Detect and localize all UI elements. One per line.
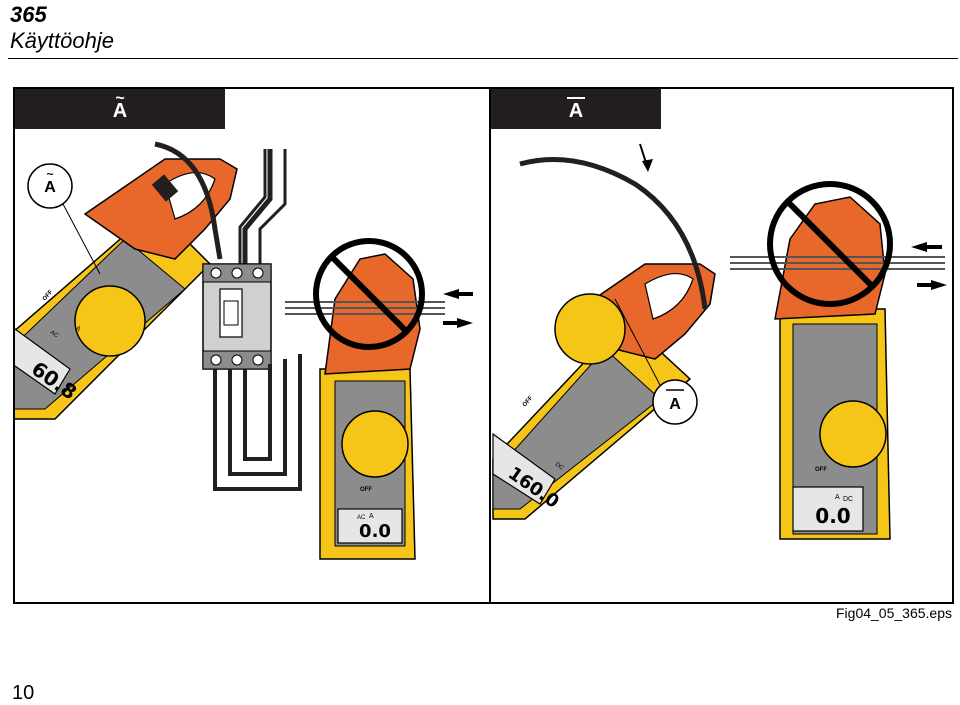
callout-ac-leader <box>62 203 101 275</box>
callout-ac <box>27 163 73 209</box>
single-conductor <box>154 141 223 260</box>
lcd-display-4 <box>792 486 864 532</box>
tab-dc-label: A <box>568 100 584 122</box>
lcd-unit-2: A <box>369 513 374 520</box>
dial-off-label-2: OFF <box>360 487 372 493</box>
callout-ac-mark: ~ <box>46 167 53 181</box>
figure-caption: Fig04_05_365.eps <box>836 605 952 621</box>
lcd-mode-4: DC <box>843 496 853 503</box>
prohibition-icon-2 <box>767 181 893 307</box>
rotary-dial-3 <box>554 293 626 365</box>
figure-frame: A A ~ 60.8 AC A OFF <box>13 87 954 604</box>
lcd-mode-3: DC <box>554 462 565 472</box>
page-number: 10 <box>12 682 35 704</box>
lcd-display-2 <box>337 508 403 544</box>
tab-ac-label: A <box>112 100 128 122</box>
tab-ac-current: A <box>15 89 225 129</box>
tab-ac-mark: ~ <box>115 90 124 107</box>
lcd-display-3 <box>492 432 556 505</box>
meter-ac-main: 60.8 AC A OFF <box>15 158 238 420</box>
dial-off-label-3: OFF <box>522 395 535 408</box>
callout-dc <box>652 379 698 425</box>
lcd-reading-2: 0.0 <box>359 521 391 542</box>
lcd-unit: A <box>74 325 82 334</box>
dial-off-label-4: OFF <box>815 467 827 473</box>
prohibition-icon <box>313 238 425 350</box>
callout-dc-label: A <box>669 396 681 413</box>
callout-dc-leader <box>614 298 661 386</box>
manual-number: 365 <box>10 2 47 27</box>
lcd-unit-4: A <box>835 494 840 501</box>
callout-ac-label: A <box>44 179 56 196</box>
rotary-dial <box>74 285 146 357</box>
lcd-mode: AC <box>49 330 60 340</box>
lcd-mode-2: AC <box>357 515 366 521</box>
rotary-dial-2 <box>341 410 409 478</box>
header-rule <box>8 58 958 59</box>
panel-divider <box>489 89 491 602</box>
tab-dc-current: A <box>491 89 661 129</box>
circuit-breaker <box>202 149 302 491</box>
lcd-reading-4: 0.0 <box>815 504 850 528</box>
rotary-dial-4 <box>819 400 887 468</box>
current-direction-arrows-2 <box>911 242 947 290</box>
lcd-display <box>15 328 71 395</box>
dc-conductor <box>519 157 708 310</box>
manual-title: Käyttöohje <box>10 28 114 53</box>
illustration: ~ 60.8 AC A OFF A ~ <box>15 90 947 560</box>
current-direction-arrows <box>443 289 473 328</box>
meter-dc-bad: 0.0 DC A OFF <box>730 196 945 540</box>
